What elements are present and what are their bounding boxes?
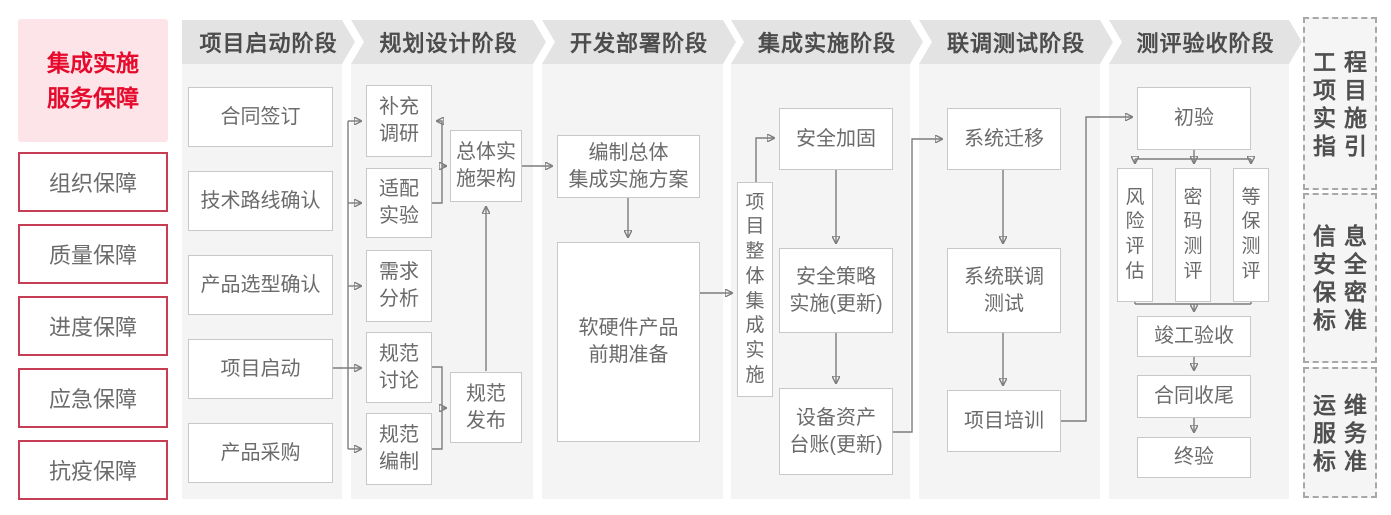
node-spec-drafting: 规范 编制 bbox=[366, 413, 432, 485]
node-contract-closure: 合同收尾 bbox=[1137, 375, 1251, 418]
node-system-migration: 系统迁移 bbox=[947, 108, 1061, 170]
standard-box-om-standard: 运维 服务 标准 bbox=[1303, 367, 1377, 498]
standard-text-row: 项目 bbox=[1313, 76, 1375, 103]
connector-training-to-initial-acceptance bbox=[1060, 117, 1132, 422]
node-security-policy-implementation: 安全策略 实施(更新) bbox=[779, 248, 893, 333]
sidebar-item-epidemic-guarantee: 抗疫保障 bbox=[18, 440, 168, 500]
node-overall-implementation-architecture: 总体实 施架构 bbox=[450, 130, 522, 202]
standard-text-row: 指引 bbox=[1313, 132, 1375, 159]
node-requirement-analysis: 需求 分析 bbox=[366, 250, 432, 322]
phase-header-joint-testing: 联调测试阶段 bbox=[919, 20, 1113, 64]
standard-text-row: 运维 bbox=[1313, 391, 1375, 418]
node-overall-project-integration: 项目整体集成实施 bbox=[737, 182, 773, 397]
sidebar-title: 集成实施 服务保障 bbox=[18, 19, 168, 142]
node-final-acceptance: 终验 bbox=[1137, 437, 1251, 478]
phase-header-planning: 规划设计阶段 bbox=[351, 20, 546, 64]
node-security-hardening: 安全加固 bbox=[779, 108, 893, 170]
phase-header-integration: 集成实施阶段 bbox=[731, 20, 923, 64]
sidebar-item-organization-guarantee: 组织保障 bbox=[18, 152, 168, 212]
connector-ledger-to-migration bbox=[893, 139, 942, 433]
standard-text-row: 标准 bbox=[1313, 447, 1375, 474]
node-asset-ledger-update: 设备资产 台账(更新) bbox=[779, 388, 893, 475]
node-tech-route-confirm: 技术路线确认 bbox=[188, 171, 333, 231]
node-initial-acceptance: 初验 bbox=[1137, 87, 1251, 150]
node-crypto-testing: 密码测评 bbox=[1175, 168, 1211, 302]
node-product-procurement: 产品采购 bbox=[188, 423, 333, 483]
node-risk-assessment: 风险评估 bbox=[1117, 168, 1153, 302]
node-overall-integration-plan: 编制总体 集成实施方案 bbox=[557, 135, 700, 198]
node-spec-release: 规范 发布 bbox=[450, 372, 522, 443]
node-hw-sw-preparation: 软硬件产品 前期准备 bbox=[557, 242, 700, 442]
node-completion-acceptance: 竣工验收 bbox=[1137, 316, 1251, 357]
node-adaptation-test: 适配 实验 bbox=[366, 168, 432, 238]
node-system-joint-testing: 系统联调 测试 bbox=[947, 248, 1061, 333]
phase-header-acceptance: 测评验收阶段 bbox=[1109, 20, 1302, 64]
node-project-kickoff: 项目启动 bbox=[188, 339, 333, 399]
connector-initial-fanout bbox=[1135, 150, 1251, 160]
standard-text-row: 标准 bbox=[1313, 307, 1375, 333]
connector-testing-merge bbox=[1134, 302, 1252, 305]
standard-text-row: 服务 bbox=[1313, 419, 1375, 446]
standard-box-project-guide: 工程 项目 实施 指引 bbox=[1303, 17, 1377, 190]
phase-header-kickoff: 项目启动阶段 bbox=[182, 20, 355, 64]
connector-adaptation-to-research bbox=[432, 121, 442, 204]
standard-text-row: 工程 bbox=[1313, 48, 1375, 75]
node-product-selection-confirm: 产品选型确认 bbox=[188, 255, 333, 315]
standard-text-row: 安全 bbox=[1313, 251, 1375, 277]
phase-header-development: 开发部署阶段 bbox=[542, 20, 736, 64]
sidebar-item-schedule-guarantee: 进度保障 bbox=[18, 296, 168, 356]
node-supplementary-research: 补充 调研 bbox=[366, 85, 432, 157]
node-mlps-testing: 等保测评 bbox=[1233, 168, 1269, 302]
standard-text-row: 实施 bbox=[1313, 104, 1375, 131]
node-contract-signing: 合同签订 bbox=[188, 87, 333, 147]
connector-integration-to-hardening bbox=[755, 138, 774, 182]
standard-text-row: 信息 bbox=[1313, 223, 1375, 249]
standard-box-security-standard: 信息 安全 保密 标准 bbox=[1303, 193, 1377, 363]
standard-text-row: 保密 bbox=[1313, 279, 1375, 305]
connector-spec-join bbox=[432, 366, 443, 450]
node-spec-discussion: 规范 讨论 bbox=[366, 332, 432, 403]
sidebar-item-emergency-guarantee: 应急保障 bbox=[18, 368, 168, 428]
sidebar-item-quality-guarantee: 质量保障 bbox=[18, 224, 168, 284]
node-project-training: 项目培训 bbox=[947, 390, 1061, 452]
